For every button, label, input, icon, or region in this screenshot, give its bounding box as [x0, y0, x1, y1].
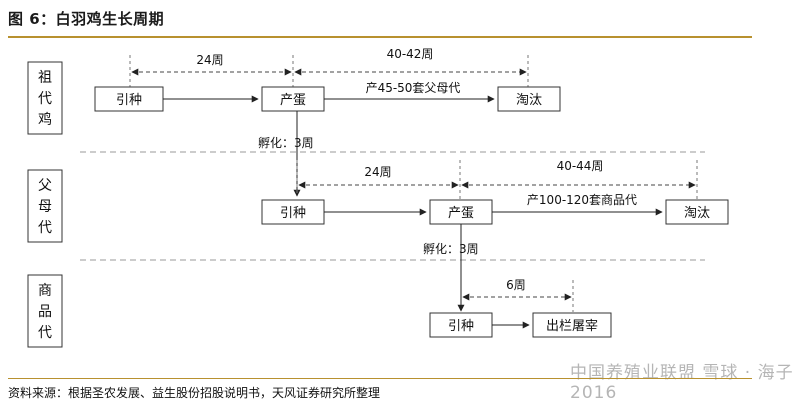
watermark: 中国养殖业联盟 雪球 · 海子2016: [570, 363, 794, 403]
box-label: 淘汰: [684, 206, 710, 221]
gen-char: 代: [38, 220, 52, 236]
box-label: 引种: [448, 319, 474, 334]
span-label: 40-42周: [387, 47, 434, 61]
box-ps-cull: [665, 199, 729, 225]
gen-char: 父: [38, 178, 52, 194]
generation-commercial: 商 品 代: [27, 274, 63, 348]
box-label: 出栏屠宰: [546, 318, 598, 334]
generation-parent: 父 母 代: [27, 169, 63, 243]
gen-char: 母: [38, 199, 52, 215]
source-note: 资料来源：根据圣农发展、益生股份招股说明书，天风证券研究所整理: [8, 386, 381, 400]
box-label: 淘汰: [516, 93, 542, 108]
box-gp-cull: [497, 86, 561, 112]
gen-char: 商: [38, 283, 52, 299]
hatch-label: 孵化：3周: [423, 242, 479, 256]
box-label: 产蛋: [280, 93, 306, 108]
box-label: 引种: [280, 206, 306, 221]
page-title: 图 6：白羽鸡生长周期: [8, 10, 165, 28]
span-label: 24周: [196, 53, 223, 67]
span-label: 24周: [364, 165, 391, 179]
gen-char: 代: [38, 91, 52, 107]
span-label: 40-44周: [557, 159, 604, 173]
box-gp-lay: [261, 86, 325, 112]
title-rule: [8, 36, 752, 38]
gen-char: 代: [38, 325, 52, 341]
generation-grandparent: 祖 代 鸡: [27, 61, 63, 135]
box-label: 引种: [116, 93, 142, 108]
output-label: 产100-120套商品代: [527, 192, 637, 207]
gen-char: 祖: [38, 70, 52, 86]
box-label: 产蛋: [448, 206, 474, 221]
gen-char: 品: [38, 304, 52, 320]
hatch-label: 孵化：3周: [258, 136, 314, 150]
output-label: 产45-50套父母代: [366, 81, 461, 95]
box-cm-market: [532, 312, 612, 338]
footer-rule: [8, 378, 752, 379]
span-label: 6周: [506, 278, 526, 292]
gen-char: 鸡: [38, 111, 52, 128]
